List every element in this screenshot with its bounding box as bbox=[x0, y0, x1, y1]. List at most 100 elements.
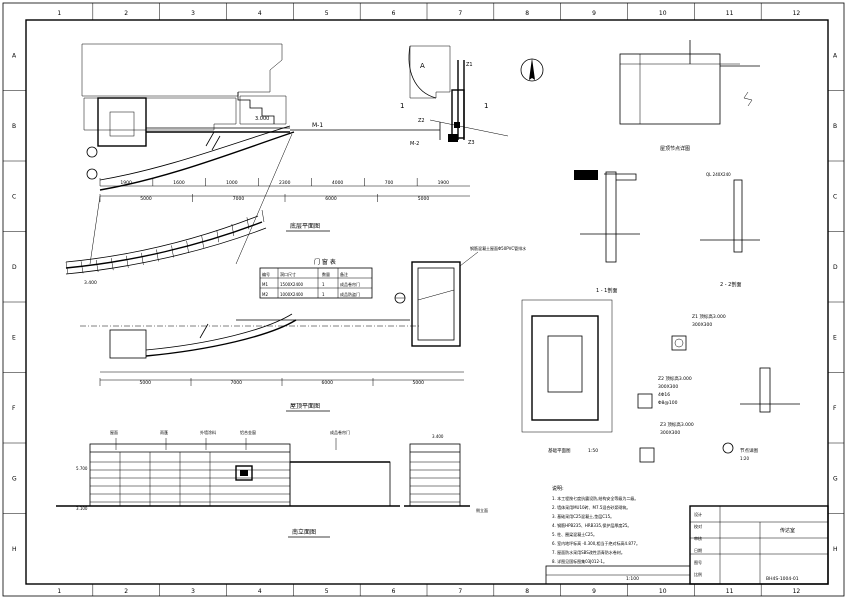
column-label-z3: Z3 bbox=[468, 140, 475, 146]
column-label-2: 2 bbox=[124, 10, 128, 17]
column-label-10: 10 bbox=[659, 10, 667, 17]
z1-label: Z1 顶标高3.000 bbox=[692, 313, 726, 320]
ramp-plan: 3.400 bbox=[65, 209, 267, 286]
column-label-bottom-5: 5 bbox=[325, 588, 329, 595]
column-label-9: 9 bbox=[592, 10, 596, 17]
schedule-cell-0-1: 1500X2400 bbox=[280, 282, 304, 287]
dimrow3-val-1: 7000 bbox=[231, 380, 243, 386]
door-label-m1: M-1 bbox=[312, 122, 323, 129]
beam-label: QL 240X240 bbox=[706, 172, 731, 177]
dimrow2-val-1: 7000 bbox=[233, 196, 245, 202]
title-block-label-2: 审核 bbox=[694, 535, 702, 541]
row-label-right-G: G bbox=[833, 475, 838, 482]
column-label-bottom-6: 6 bbox=[392, 588, 396, 595]
dimrow2-val-3: 5000 bbox=[418, 196, 430, 202]
column-label-12: 12 bbox=[793, 10, 801, 17]
column-label-bottom-4: 4 bbox=[258, 588, 262, 595]
plan-mark-a: A bbox=[420, 62, 425, 70]
elev-callout-2: 外墙涂料 bbox=[200, 429, 216, 435]
schedule-header-3: 备注 bbox=[340, 271, 348, 277]
drawing-number: BH4S-1004-01 bbox=[766, 576, 799, 582]
schedule-header-1: 洞口尺寸 bbox=[280, 271, 296, 277]
schedule-cell-1-0: M2 bbox=[262, 292, 268, 297]
row-label-right-D: D bbox=[833, 264, 838, 271]
side-elev-label: 侧立面 bbox=[476, 507, 488, 513]
row-label-E: E bbox=[12, 334, 16, 341]
dimrow1-val-0: 1900 bbox=[120, 180, 132, 186]
dimrow1-val-1: 1600 bbox=[173, 180, 185, 186]
elev-callout-1: 雨蓬 bbox=[160, 429, 168, 435]
node-detail-label: 节点详图 bbox=[740, 447, 758, 454]
notes-title: 说明: bbox=[552, 485, 564, 492]
drawing-scale: 1:100 bbox=[626, 576, 639, 582]
row-label-right-B: B bbox=[833, 123, 837, 130]
side-level: 3.400 bbox=[432, 434, 444, 439]
section-2-2-title: 2 - 2剖面 bbox=[720, 281, 741, 288]
row-label-right-C: C bbox=[833, 193, 837, 200]
door-label-m2: M-2 bbox=[410, 141, 419, 147]
column-label-3: 3 bbox=[191, 10, 195, 17]
row-label-B: B bbox=[12, 123, 16, 130]
elev-level-base: 3.100 bbox=[76, 506, 88, 511]
foundation-title: 基础平面图 bbox=[548, 447, 571, 454]
row-label-right-F: F bbox=[833, 405, 837, 412]
z3-label: Z3 顶标高3.000 bbox=[660, 421, 694, 428]
rebar-label: 4Φ16 bbox=[658, 392, 670, 398]
ramp-elev: 3.400 bbox=[84, 280, 97, 286]
column-label-7: 7 bbox=[458, 10, 462, 17]
dimrow1-val-4: 4000 bbox=[332, 180, 344, 186]
schedule-header-0: 编号 bbox=[262, 271, 270, 277]
column-label-bottom-2: 2 bbox=[124, 588, 128, 595]
section-1-1: 1 - 1剖面 bbox=[574, 170, 640, 294]
row-label-G: G bbox=[12, 475, 17, 482]
project-name: 传达室 bbox=[780, 527, 795, 534]
schedule-cell-0-0: M1 bbox=[262, 282, 268, 287]
north-arrow-icon bbox=[520, 58, 544, 82]
elev-callout-4: 成品卷帘门 bbox=[330, 429, 350, 435]
small-room-plan: 钢筋混凝土屋面Φ50PVC管排水 bbox=[394, 245, 526, 347]
dimrow3-val-0: 5000 bbox=[140, 380, 152, 386]
dimrow2-val-0: 5000 bbox=[140, 196, 152, 202]
z1-size: 300X300 bbox=[692, 322, 712, 328]
ground-plan-title: 底层平面图 bbox=[290, 222, 320, 230]
column-label-bottom-9: 9 bbox=[592, 588, 596, 595]
roof-plan-title: 屋顶平面图 bbox=[290, 403, 320, 410]
note-item-4: 5. 柱、圈梁混凝土C25。 bbox=[552, 531, 597, 537]
dimrow3-val-2: 6000 bbox=[322, 380, 334, 386]
column-details: Z1 顶标高3.000 300X300 Z2 顶标高3.000 300X300 … bbox=[637, 313, 800, 463]
foundation-plan: 基础平面图 1:50 bbox=[521, 299, 613, 454]
row-label-right-H: H bbox=[833, 546, 838, 553]
row-label-right-A: A bbox=[833, 52, 838, 59]
south-elevation: 屋面雨蓬外墙涂料铝合金窗成品卷帘门 5.700 3.100 南立面图 3.400… bbox=[56, 429, 488, 538]
note-item-0: 1. 本工程按七度抗震设防,结构安全等级为二级。 bbox=[552, 495, 638, 501]
title-block-label-3: 日期 bbox=[694, 547, 702, 553]
row-label-C: C bbox=[12, 193, 16, 200]
note-item-2: 3. 基础采用C25混凝土,垫层C15。 bbox=[552, 513, 614, 519]
section-mark-1b: 1 bbox=[484, 102, 488, 110]
column-label-bottom-11: 11 bbox=[726, 588, 734, 595]
schedule-cell-1-1: 1000X2400 bbox=[280, 292, 304, 297]
column-label-bottom-7: 7 bbox=[458, 588, 462, 595]
column-label-5: 5 bbox=[325, 10, 329, 17]
z2-label: Z2 顶标高3.000 bbox=[658, 375, 692, 382]
dimrow1-val-5: 700 bbox=[385, 180, 394, 186]
column-label-z1: Z1 bbox=[466, 62, 473, 68]
column-label-bottom-3: 3 bbox=[191, 588, 195, 595]
section-mark-1a: 1 bbox=[400, 102, 404, 110]
schedule-title: 门 窗 表 bbox=[314, 258, 336, 266]
row-label-D: D bbox=[12, 264, 17, 271]
title-block-label-0: 设计 bbox=[694, 511, 702, 517]
row-label-right-E: E bbox=[833, 334, 837, 341]
column-label-6: 6 bbox=[392, 10, 396, 17]
row-label-H: H bbox=[12, 546, 17, 553]
row-label-A: A bbox=[12, 52, 17, 59]
title-block-label-1: 校对 bbox=[694, 523, 702, 529]
row-label-F: F bbox=[12, 405, 16, 412]
elev-level-top: 5.700 bbox=[76, 466, 88, 471]
note-item-3: 4. 钢筋HPB235、HRB335,保护层厚度25。 bbox=[552, 522, 631, 528]
small-plan-note: 钢筋混凝土屋面Φ50PVC管排水 bbox=[470, 245, 526, 251]
schedule-cell-0-2: 1 bbox=[322, 282, 325, 287]
